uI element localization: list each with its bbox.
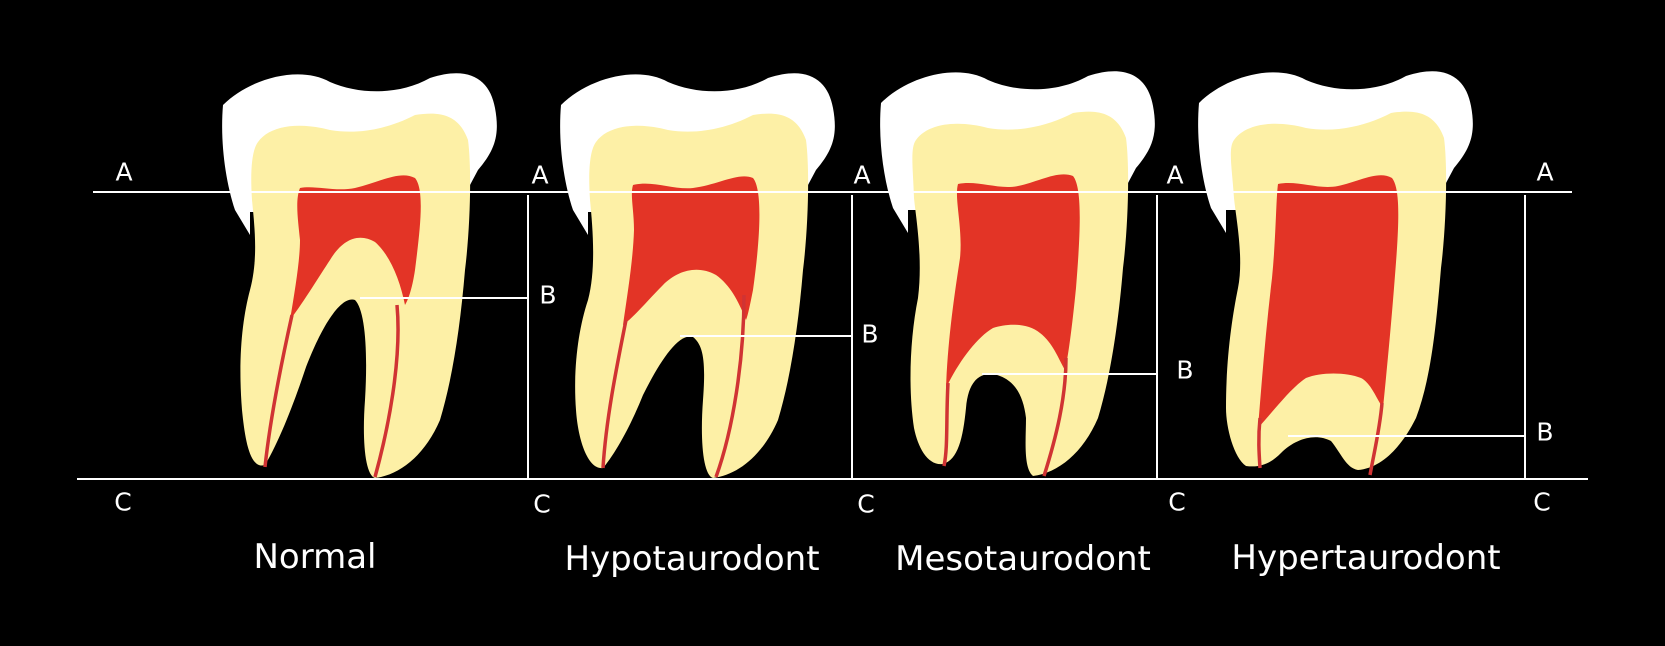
root-canal-right [373,304,400,478]
label-c-mesotaurodont: C [1168,487,1186,517]
root-canal-right [1042,357,1068,477]
root-canal-right [1368,402,1384,476]
label-a-mesotaurodont: A [1166,160,1184,190]
dentin-body [240,113,471,478]
label-c-normal: C [533,489,551,519]
label-a-hypotaurodont: A [853,160,871,190]
title-hypotaurodont: Hypotaurodont [564,539,820,579]
tooth-hypertaurodont [1198,71,1473,476]
title-normal: Normal [253,537,377,577]
label-b-mesotaurodont: B [1176,355,1194,385]
root-canal-left [601,319,628,469]
pulp-chamber [290,175,421,320]
tooth-hypotaurodont [560,73,835,478]
label-c-hypertaurodont: C [1533,487,1551,517]
pulp-chamber [946,174,1080,388]
root-canal-right [714,294,746,478]
label-b-hypotaurodont: B [861,319,879,349]
root-canal-left [263,314,294,468]
dentin-body [575,113,809,478]
root-canal-left [942,382,950,467]
label-a-normal: A [531,160,549,190]
pulp-chamber [1258,175,1399,428]
label-c-left: C [114,487,132,517]
label-b-normal: B [539,280,557,310]
title-hypertaurodont: Hypertaurodont [1231,538,1501,578]
label-a-hypertaurodont: A [1536,157,1554,187]
reference-lines [77,191,1588,480]
label-b-hypertaurodont: B [1536,417,1554,447]
root-canal-left [1257,417,1262,469]
tooth-normal [222,73,497,478]
label-c-hypotaurodont: C [857,489,875,519]
tooth-mesotaurodont [880,71,1155,477]
pulp-chamber [623,176,760,325]
label-a-left: A [115,157,133,187]
title-mesotaurodont: Mesotaurodont [895,539,1151,579]
